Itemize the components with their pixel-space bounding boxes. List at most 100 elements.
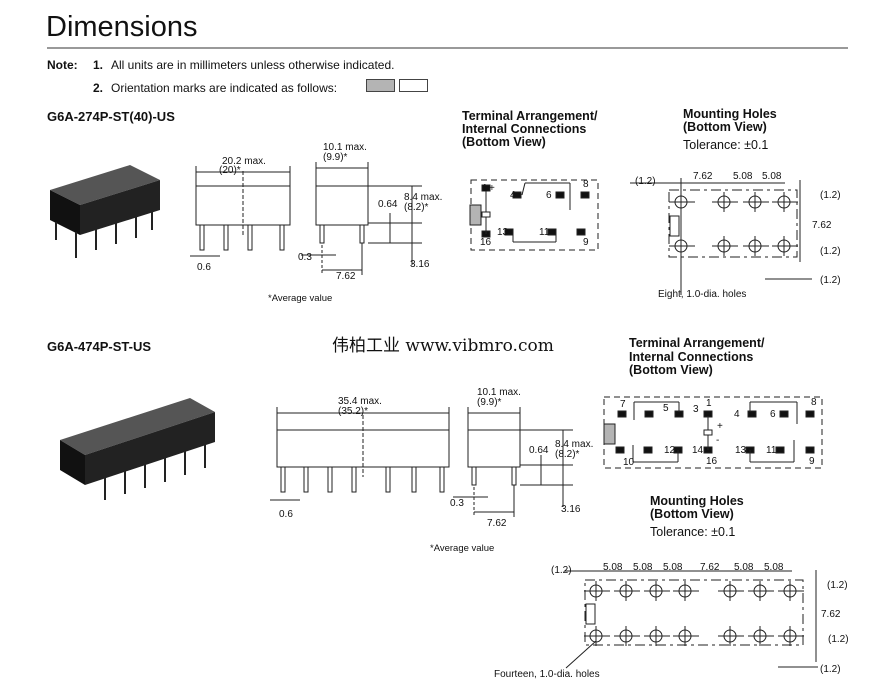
terminal-pad: [615, 446, 625, 454]
terminal-pad: [747, 410, 757, 418]
relay-pin: [359, 224, 365, 244]
leader-line: [565, 640, 597, 669]
note-2-text: Orientation marks are indicated as follo…: [111, 81, 338, 95]
orientation-mark: [469, 204, 482, 226]
note-label: Note:: [47, 58, 78, 72]
terminal-pin-label: 1: [482, 183, 488, 194]
dimension-label: (1.2): [820, 275, 841, 286]
relay-pin: [471, 466, 477, 486]
coil-plus-label: +: [489, 183, 495, 194]
dimension-label: 5.08: [734, 562, 754, 573]
orientation-mark-gray: [366, 79, 395, 92]
terminal-pad: [576, 228, 586, 236]
terminal-heading-1b: Internal Connections: [462, 122, 587, 136]
terminal-pin-label: 11: [766, 445, 777, 456]
dimension-label: (1.2): [827, 580, 848, 591]
pin-width: 0.6: [279, 509, 293, 520]
dimension-label: 7.62: [812, 220, 832, 231]
model-title-2: G6A-474P-ST-US: [47, 339, 152, 354]
relay-pin: [279, 224, 285, 251]
holes-caption: Fourteen, 1.0-dia. holes: [494, 669, 600, 680]
end-width-avg: (9.9)*: [477, 397, 502, 408]
side-length-avg: (20)*: [219, 165, 241, 176]
terminal-pin-label: 13: [497, 227, 509, 238]
orientation-mark: [669, 215, 680, 237]
side-length: 20.2 max.: [222, 156, 266, 167]
relay-pin: [385, 466, 391, 493]
terminal-pad: [775, 446, 785, 454]
terminal-pin-label: 14: [692, 445, 704, 456]
watermark: 伟柏工业 www.vibmro.com: [332, 336, 554, 356]
end-height: 8.4 max.: [404, 192, 443, 203]
mounting-outline: [584, 579, 804, 646]
side-length: 35.4 max.: [338, 396, 382, 407]
relay-pin: [351, 466, 357, 493]
average-note: *Average value: [268, 293, 333, 304]
end-width-avg: (9.9)*: [323, 152, 348, 163]
average-note: *Average value: [430, 543, 495, 554]
terminal-outline-1: [470, 179, 599, 251]
pin-width: 0.6: [197, 262, 211, 273]
terminal-heading-2b: Internal Connections: [629, 350, 754, 364]
mounting-heading-1b: (Bottom View): [683, 120, 767, 134]
note-2-number: 2.: [93, 81, 104, 95]
terminal-pin-label: 4: [734, 409, 740, 420]
note-1-text: All units are in millimeters unless othe…: [111, 58, 395, 72]
dim-0-64: 0.64: [378, 199, 398, 210]
dimension-label: (1.2): [828, 634, 849, 645]
terminal-pin-label: 9: [809, 456, 815, 467]
relay-pin: [327, 466, 333, 493]
terminal-pad: [555, 191, 565, 199]
relay-pin: [411, 466, 417, 493]
coil-minus-label: -: [716, 435, 720, 446]
terminal-heading-2c: (Bottom View): [629, 363, 713, 377]
terminal-pin-label: 16: [706, 456, 718, 467]
orientation-mark-white: [399, 79, 428, 92]
end-height-avg: (8.2)*: [404, 202, 429, 213]
relay-body-end: [467, 429, 521, 468]
dimension-label: 5.08: [762, 171, 782, 182]
terminal-pin-label: 4: [510, 190, 516, 201]
terminal-pin-label: 6: [770, 409, 776, 420]
dimension-label: 7.62: [693, 171, 713, 182]
dimension-label: 5.08: [663, 562, 683, 573]
terminal-pin-label: 1: [706, 398, 712, 409]
dimension-label: 5.08: [603, 562, 623, 573]
model-title-1: G6A-274P-ST(40)-US: [47, 109, 175, 124]
relay-pin: [199, 224, 205, 251]
pin-length: 3.16: [561, 504, 581, 515]
dimension-label: (1.2): [820, 190, 841, 201]
terminal-pad: [779, 410, 789, 418]
end-height-avg: (8.2)*: [555, 449, 580, 460]
terminal-pin-label: 9: [583, 237, 589, 248]
terminal-heading-1a: Terminal Arrangement/: [462, 109, 598, 123]
terminal-pin-label: 6: [546, 190, 552, 201]
relay-pin: [439, 466, 445, 493]
terminal-heading-1c: (Bottom View): [462, 135, 546, 149]
terminal-pin-label: 5: [663, 403, 669, 414]
terminal-pin-label: 8: [811, 397, 817, 408]
terminal-pin-label: 16: [480, 237, 492, 248]
terminal-pin-label: 12: [664, 445, 676, 456]
terminal-pad: [580, 191, 590, 199]
mounting-outline: [668, 189, 798, 258]
dimension-label: 7.62: [700, 562, 720, 573]
terminal-pad: [805, 410, 815, 418]
end-width: 10.1 max.: [477, 387, 521, 398]
pin-pitch: 7.62: [336, 271, 356, 282]
tolerance-1: Tolerance: ±0.1: [683, 138, 769, 152]
dim-0-64: 0.64: [529, 445, 549, 456]
pin-thickness: 0.3: [450, 498, 464, 509]
pin-thickness: 0.3: [298, 252, 312, 263]
dimension-label: 5.08: [764, 562, 784, 573]
coil-symbol: [703, 429, 713, 436]
pin-pitch: 7.62: [487, 518, 507, 529]
terminal-pad: [644, 410, 654, 418]
terminal-pad: [643, 446, 653, 454]
dimension-label: 5.08: [733, 171, 753, 182]
holes-caption: Eight, 1.0-dia. holes: [658, 289, 747, 300]
note-1-number: 1.: [93, 58, 104, 72]
terminal-pin-label: 13: [735, 445, 747, 456]
dimension-label: 7.62: [821, 609, 841, 620]
